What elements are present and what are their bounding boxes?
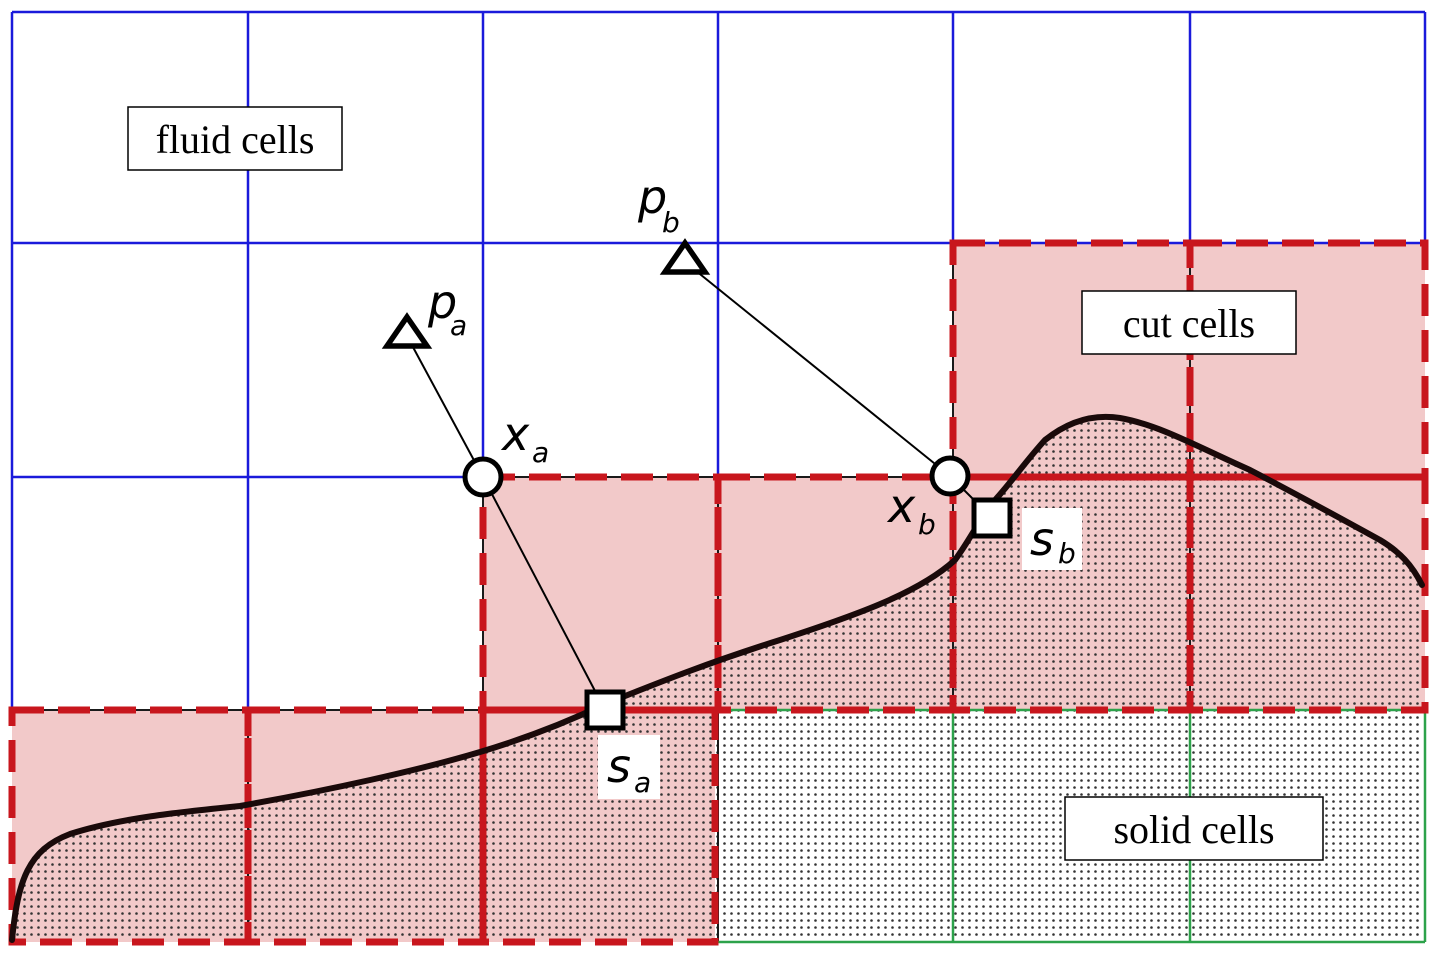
cut-cells-label: cut cells: [1081, 290, 1297, 355]
sa-label: s a: [607, 739, 651, 799]
face-point-xb-icon: [929, 455, 971, 497]
fluid-grid: [10, 10, 1427, 710]
sa-main: s: [607, 739, 631, 793]
pa-label: p a: [427, 275, 467, 342]
sb-label: s b: [1030, 512, 1076, 570]
sa-label-background: [598, 735, 660, 799]
pa-sub: a: [450, 309, 467, 342]
solid-cells-text: solid cells: [1113, 807, 1274, 852]
xa-sub: a: [532, 436, 549, 469]
xa-label: x a: [500, 407, 549, 469]
surface-point-sa-icon: [584, 689, 626, 731]
cut-cells-outline: [8, 239, 1429, 946]
sa-sub: a: [634, 766, 651, 799]
face-point-xa-icon: [462, 456, 504, 498]
sb-label-background: [1022, 508, 1082, 570]
probe-lines: [406, 261, 993, 711]
pb-main: p: [637, 170, 667, 224]
sb-main: s: [1030, 512, 1054, 566]
fluid-cells-text: fluid cells: [156, 117, 315, 162]
probe-point-pa-icon: [381, 312, 433, 349]
probe-point-pb-icon: [659, 238, 711, 275]
fluid-cells-label: fluid cells: [127, 106, 343, 171]
surface-point-sb-icon: [971, 497, 1013, 539]
solid-grid: [715, 708, 1427, 944]
pb-label: p b: [637, 170, 680, 239]
solid-boundary-curve: [9, 413, 1425, 943]
solid-cells-label: solid cells: [1064, 796, 1324, 861]
cut-cells-text: cut cells: [1123, 301, 1255, 346]
pa-main: p: [427, 275, 457, 329]
xb-sub: b: [918, 508, 936, 541]
pb-sub: b: [662, 206, 680, 239]
xb-main: x: [886, 479, 916, 533]
xb-label: x b: [886, 479, 936, 541]
sb-sub: b: [1058, 537, 1076, 570]
xa-main: x: [500, 407, 530, 461]
